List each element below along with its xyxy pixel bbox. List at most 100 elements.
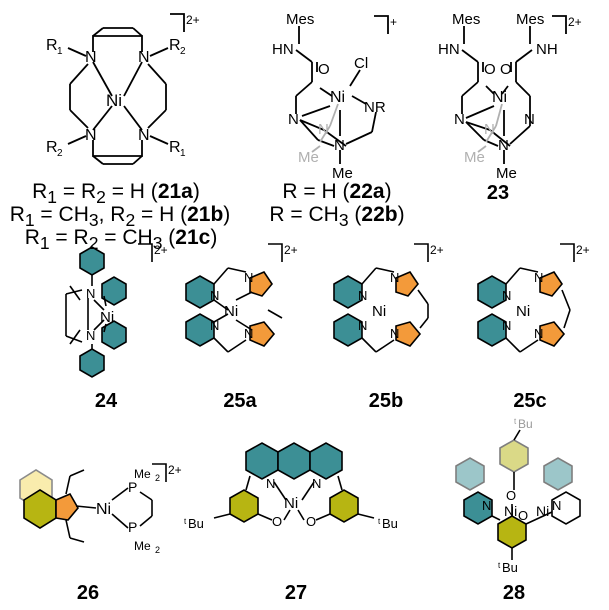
svg-text:t: t <box>498 561 501 570</box>
compound-21-atoms: N N N N Ni R 1 R 2 R 2 R 1 2+ <box>46 13 200 159</box>
compound-25a-structure <box>185 243 283 353</box>
nitrogen-atom: N <box>266 476 275 491</box>
r2-substituent: R <box>46 139 58 156</box>
dimethyl-group: Me <box>134 467 151 481</box>
compound-24-atoms: N N Ni 2+ <box>86 243 168 343</box>
nickel-atom: Ni <box>536 503 549 519</box>
charge-label: 2+ <box>186 13 200 27</box>
r1-substituent: R <box>46 37 58 54</box>
methyl-group: Me <box>496 165 517 182</box>
nitrogen-atom: N <box>312 476 321 491</box>
charge-label: 2+ <box>284 243 298 257</box>
compound-23-grey-arm <box>477 103 503 153</box>
nickel-atom: Ni <box>330 89 345 106</box>
nitrogen-atom: N <box>210 318 219 333</box>
tert-butyl-group: Bu <box>502 560 518 575</box>
compound-22-grey-arm <box>311 103 339 153</box>
label-25a: 25a <box>223 390 257 412</box>
compound-23-atoms: Mes Mes HN NH O O Ni N N N Me N Me 2+ <box>438 11 582 182</box>
charge-label: 2+ <box>568 15 582 29</box>
charge-label: 2+ <box>430 243 444 257</box>
nitrogen-atom-grey: N <box>318 121 329 138</box>
compound-26-structure <box>19 463 167 543</box>
nitrogen-atom: N <box>502 318 511 333</box>
label-27: 27 <box>284 582 308 604</box>
mesityl-group: Mes <box>516 11 544 28</box>
compound-24-structure <box>65 243 153 378</box>
nitrogen-atom: N <box>534 270 543 285</box>
svg-text:2: 2 <box>57 148 63 159</box>
nitrogen-atom: N <box>86 328 95 343</box>
nitrogen-atom: N <box>498 137 509 154</box>
chloride-ligand: Cl <box>354 55 368 72</box>
nickel-atom: Ni <box>516 303 530 320</box>
svg-text:1: 1 <box>180 148 186 159</box>
nr-group: NR <box>364 99 386 116</box>
caption-22b: R = CH3 (22b) <box>269 203 405 231</box>
nitrogen-atom: N <box>244 270 253 285</box>
compound-26-atoms: Ni P P Me 2 Me 2 2+ <box>96 463 182 555</box>
phosphorus-atom: P <box>128 519 137 535</box>
nickel-atom: Ni <box>224 303 238 320</box>
amide-nh: NH <box>536 41 558 58</box>
svg-text:2: 2 <box>180 46 186 57</box>
label-23: 23 <box>486 182 510 204</box>
nitrogen-atom: N <box>138 49 150 66</box>
caption-21b: R1 = CH3, R2 = H (21b) <box>9 203 231 231</box>
oxygen-atom: O <box>518 508 528 523</box>
charge-label: 2+ <box>154 243 168 257</box>
tert-butyl-group-grey: Bu <box>518 417 533 431</box>
oxygen-atom: O <box>506 488 516 503</box>
compound-25a-atoms: N N N N Ni 2+ <box>210 243 298 341</box>
nitrogen-atom: N <box>86 286 95 301</box>
compound-21-structure <box>67 13 185 165</box>
tert-butyl-group: Bu <box>188 516 204 531</box>
nitrogen-atom: N <box>334 137 345 154</box>
nitrogen-atom: N <box>502 288 511 303</box>
nitrogen-atom: N <box>482 498 491 513</box>
nitrogen-atom: N <box>524 111 535 128</box>
nitrogen-atom: N <box>552 498 561 513</box>
compound-25b-structure <box>333 243 429 353</box>
charge-label: + <box>390 15 397 29</box>
amide-nh: HN <box>272 41 294 58</box>
methyl-group-grey: Me <box>298 149 319 166</box>
nitrogen-atom: N <box>85 127 97 144</box>
label-25c: 25c <box>513 390 547 412</box>
compound-25c-structure <box>477 243 575 353</box>
compound-25b-atoms: N N N N Ni 2+ <box>358 243 444 341</box>
tert-butyl-group: Bu <box>382 516 398 531</box>
nitrogen-atom: N <box>454 111 465 128</box>
svg-text:2: 2 <box>155 545 160 555</box>
nitrogen-atom: N <box>244 326 253 341</box>
r2-substituent: R <box>169 37 181 54</box>
svg-text:t: t <box>184 517 187 526</box>
label-26: 26 <box>76 582 100 604</box>
oxygen-atom: O <box>306 514 316 529</box>
nickel-atom: Ni <box>492 89 507 106</box>
amide-nh: HN <box>438 41 460 58</box>
caption-22a: R = H (22a) <box>282 180 392 203</box>
nitrogen-atom: N <box>358 318 367 333</box>
oxygen-atom: O <box>500 61 512 78</box>
nickel-atom: Ni <box>284 495 298 512</box>
methyl-group-grey: Me <box>464 149 485 166</box>
methyl-group: Me <box>332 165 353 182</box>
dimethyl-group: Me <box>134 539 151 553</box>
r1-substituent: R <box>169 139 181 156</box>
mesityl-group: Mes <box>452 11 480 28</box>
compound-23-structure <box>461 15 567 164</box>
caption-21c: R1 = R2 = CH3 (21c) <box>24 226 218 254</box>
compound-22-atoms: Mes HN O Ni Cl NR N N Me N Me + <box>272 11 397 182</box>
oxygen-atom: O <box>318 61 330 78</box>
nitrogen-atom: N <box>534 326 543 341</box>
mesityl-group: Mes <box>286 11 314 28</box>
charge-label: 2+ <box>168 463 182 477</box>
compound-25c-atoms: N N N N Ni 2+ <box>502 243 590 341</box>
nitrogen-atom-grey: N <box>484 121 495 138</box>
nickel-atom: Ni <box>372 303 386 320</box>
svg-text:1: 1 <box>57 46 63 57</box>
compound-22-structure <box>295 15 389 164</box>
caption-21a: R1 = R2 = H (21a) <box>32 180 200 208</box>
